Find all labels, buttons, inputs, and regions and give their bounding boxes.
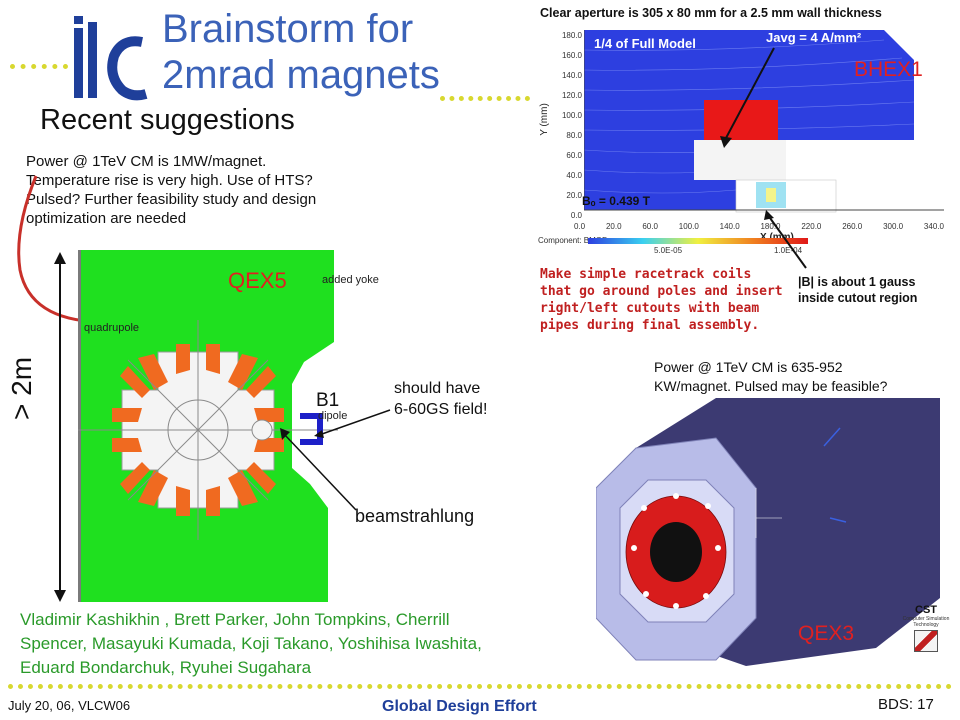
b1-label: B1 <box>316 390 340 411</box>
dotted-rule-top <box>10 64 68 69</box>
ytick: 140.0 <box>561 71 582 80</box>
bhex1-caption: Make simple racetrack coils that go arou… <box>540 266 783 334</box>
field-note: should have 6-60GS field! <box>394 378 487 420</box>
footer-right: BDS: 17 <box>878 696 934 713</box>
dotted-rule-bottom <box>8 684 952 689</box>
xtick: 220.0 <box>801 222 822 231</box>
footer-left: July 20, 06, VLCW06 <box>8 698 131 713</box>
bo-label: Bₒ = 0.439 T <box>582 194 650 208</box>
added-yoke-label: added yoke <box>322 274 379 286</box>
title-line-1: Brainstorm for <box>162 7 414 51</box>
footer-center: Global Design Effort <box>382 698 537 715</box>
bhex1-header: Clear aperture is 305 x 80 mm for a 2.5 … <box>540 6 882 20</box>
caption-line: that go around poles and insert <box>540 284 783 299</box>
bhex1-plot <box>583 30 944 220</box>
xtick: 60.0 <box>642 222 658 231</box>
bhex1-field-plot <box>583 30 944 213</box>
qex5-cross-section <box>78 250 338 602</box>
ytick: 0.0 <box>570 211 582 220</box>
caption-line: pipes during final assembly. <box>540 318 760 333</box>
bhex1-xticks: 0.0 20.0 60.0 100.0 140.0 180.0 220.0 26… <box>574 222 944 231</box>
ytick: 160.0 <box>561 51 582 60</box>
dimension-arrow <box>54 252 66 602</box>
cst-sub-line: Computer Simulation <box>902 616 950 622</box>
authors: Vladimir Kashikhin , Brett Parker, John … <box>20 608 620 680</box>
beamstrahlung-label: beamstrahlung <box>355 506 475 526</box>
qex3-label: QEX3 <box>798 622 855 645</box>
xtick: 0.0 <box>574 222 586 231</box>
xtick: 140.0 <box>719 222 740 231</box>
bhex1-yticks: 180.0 160.0 140.0 120.0 100.0 80.0 60.0 … <box>554 26 582 226</box>
ilc-logo-graphic <box>74 16 148 101</box>
xtick: 20.0 <box>605 222 622 231</box>
authors-line: Vladimir Kashikhin , Brett Parker, John … <box>20 610 450 629</box>
note-qex3-line: Power @ 1TeV CM is 635-952 <box>654 359 843 375</box>
xtick: 100.0 <box>678 222 699 231</box>
gauss-note: |B| is about 1 gauss inside cutout regio… <box>798 274 917 306</box>
ytick: 180.0 <box>561 31 582 40</box>
note-qex5-line: Temperature rise is very high. Use of HT… <box>26 172 313 189</box>
caption-line: Make simple racetrack coils <box>540 267 752 282</box>
gauss-line: |B| is about 1 gauss <box>798 275 916 289</box>
cst-logo-mark <box>914 630 938 652</box>
title-line-2: 2mrad magnets <box>162 53 440 97</box>
size-label: > 2m <box>6 356 37 420</box>
dotted-rule-top-right <box>440 96 530 101</box>
field-note-line: should have <box>394 380 481 397</box>
gauss-line: inside cutout region <box>798 291 918 305</box>
note-qex3-line: KW/magnet. Pulsed may be feasible? <box>654 378 888 394</box>
scale-min: 5.0E-05 <box>654 246 683 255</box>
note-qex3: Power @ 1TeV CM is 635-952 KW/magnet. Pu… <box>654 358 887 396</box>
xtick: 180.0 <box>760 222 781 231</box>
caption-line: right/left cutouts with beam <box>540 301 760 316</box>
qex3-figure <box>595 398 946 666</box>
bhex1-arrows <box>720 47 807 269</box>
note-qex5-line: Power @ 1TeV CM is 1MW/magnet. <box>26 153 267 170</box>
scale-max: 1.0E-04 <box>774 246 803 255</box>
note-qex5: Power @ 1TeV CM is 1MW/magnet. Temperatu… <box>26 152 406 228</box>
javg-label: Javg = 4 A/mm² <box>766 30 862 45</box>
quadrupole-label: quadrupole <box>84 322 140 334</box>
authors-line: Spencer, Masayuki Kumada, Koji Takano, Y… <box>20 634 482 653</box>
qex3-3d-model <box>595 398 940 666</box>
ilc-logo <box>70 14 150 104</box>
annotation-arrows <box>280 409 391 511</box>
xtick: 340.0 <box>923 222 944 231</box>
bhex1-xlabel: X (mm) <box>760 232 794 243</box>
colorbar <box>588 238 808 244</box>
dipole-label: dipole <box>318 410 348 422</box>
xtick: 300.0 <box>883 222 904 231</box>
note-qex5-line: optimization are needed <box>26 210 187 227</box>
qex5-figure <box>78 250 338 602</box>
bhex1-label: BHEX1 <box>854 58 923 81</box>
subtitle: Recent suggestions <box>40 104 295 136</box>
ytick: 100.0 <box>561 111 582 120</box>
ytick: 20.0 <box>566 191 582 200</box>
ytick: 120.0 <box>561 91 582 100</box>
cst-logo-text: CST <box>915 604 937 616</box>
bhex1-figure: Clear aperture is 305 x 80 mm for a 2.5 … <box>534 4 954 354</box>
bhex1-model-label: 1/4 of Full Model <box>594 36 696 51</box>
cst-logo: CST Computer Simulation Technology <box>902 604 950 652</box>
cst-sub-line: Technology <box>913 622 939 628</box>
qex5-label: QEX5 <box>228 268 287 293</box>
authors-line: Eduard Bondarchuk, Ryuhei Sugahara <box>20 658 312 677</box>
ytick: 40.0 <box>566 171 582 180</box>
ytick: 60.0 <box>566 151 582 160</box>
note-qex5-line: Pulsed? Further feasibility study and de… <box>26 191 317 208</box>
ytick: 80.0 <box>566 131 582 140</box>
xtick: 260.0 <box>842 222 863 231</box>
component-label: Component: BMOD <box>538 236 608 245</box>
field-note-line: 6-60GS field! <box>394 401 488 418</box>
